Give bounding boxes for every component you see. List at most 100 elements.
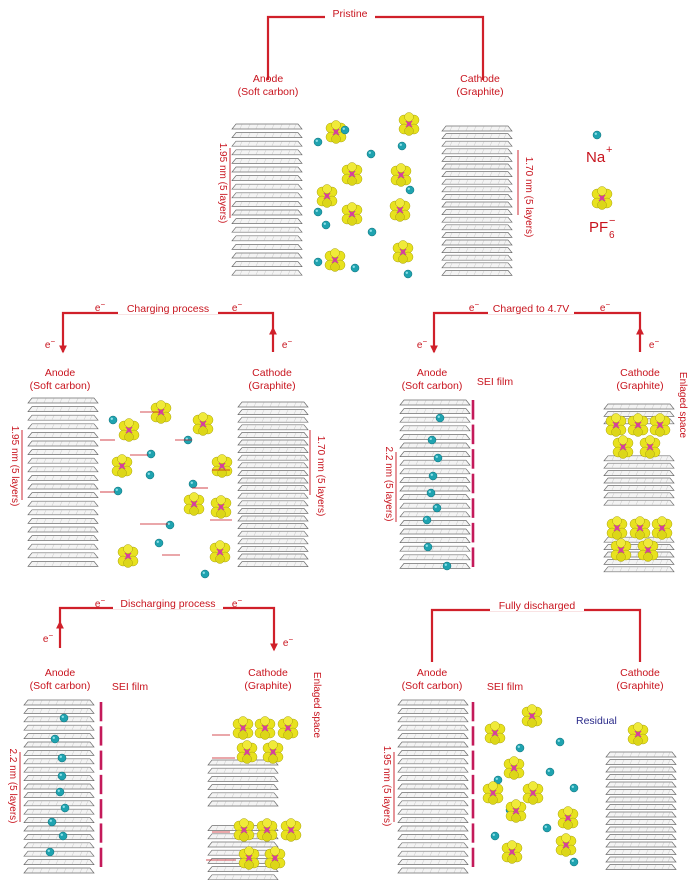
- carbon-layer: [231, 183, 303, 190]
- carbon-layer: [27, 397, 99, 404]
- carbon-layer: [237, 508, 309, 514]
- cathode-label-charged: Cathode: [620, 367, 660, 379]
- carbon-layer: [397, 766, 469, 773]
- sodium-ion-icon: [592, 130, 602, 140]
- carbon-layer: [603, 470, 675, 476]
- carbon-layer: [237, 553, 309, 560]
- carbon-layer: [605, 804, 677, 810]
- legend-sodium-label: Na: [586, 149, 606, 166]
- carbon-layer: [27, 500, 99, 507]
- carbon-layer: [441, 133, 513, 139]
- carbon-layer: [207, 767, 279, 774]
- pf6-anion: [637, 537, 659, 563]
- electron-label-discharging-cathode: e−: [283, 635, 294, 649]
- sodium-ion: [350, 263, 360, 273]
- carbon-layer: [441, 171, 513, 177]
- pf6-anion: [183, 491, 205, 517]
- cathode-material-discharging: (Graphite): [244, 680, 291, 692]
- carbon-layer: [399, 425, 471, 432]
- carbon-layer: [23, 766, 95, 773]
- sodium-ion: [545, 767, 555, 777]
- carbon-layer: [27, 406, 99, 412]
- carbon-layer: [605, 766, 677, 773]
- carbon-layer: [605, 774, 677, 780]
- carbon-layer: [441, 148, 513, 155]
- carbon-layer: [231, 140, 303, 147]
- carbon-layer: [231, 226, 303, 233]
- pf6-anion: [277, 715, 299, 741]
- carbon-layer: [399, 408, 471, 414]
- carbon-layer: [237, 500, 309, 507]
- carbon-layer: [603, 566, 675, 573]
- sodium-ion: [367, 227, 377, 237]
- sodium-ion: [321, 220, 331, 230]
- pf6-anion: [605, 412, 627, 438]
- sodium-ion: [50, 734, 60, 744]
- sodium-ion: [313, 137, 323, 147]
- circuit-wire-discharged: [430, 608, 642, 662]
- pf6-anion: [503, 755, 525, 781]
- carbon-layer: [27, 414, 99, 421]
- carbon-layer: [441, 140, 513, 147]
- pf6-anion-icon: [591, 185, 613, 211]
- pf6-anion: [651, 515, 673, 541]
- pf6-anion: [629, 515, 651, 541]
- carbon-layer: [605, 826, 677, 833]
- carbon-layer: [23, 825, 95, 832]
- pf6-anion: [324, 247, 346, 273]
- carbon-layer: [23, 859, 95, 865]
- carbon-layer: [397, 699, 469, 706]
- panel-title-discharging: Discharging process: [120, 598, 215, 610]
- carbon-layer: [27, 475, 99, 481]
- pf6-anion: [111, 453, 133, 479]
- carbon-layer: [23, 741, 95, 748]
- anode-material-charging: (Soft carbon): [30, 380, 91, 392]
- sodium-ion: [59, 713, 69, 723]
- panel-title-charging: Charging process: [127, 303, 209, 315]
- carbon-layer: [397, 817, 469, 823]
- anode-spacing-charging: 1.95 nm (5 layers): [9, 426, 20, 507]
- carbon-layer: [605, 759, 677, 765]
- carbon-layer: [237, 523, 309, 529]
- carbon-layer: [397, 733, 469, 739]
- cathode-stack-discharged: [605, 751, 677, 870]
- carbon-layer: [397, 834, 469, 840]
- circuit-wire-charged: [432, 311, 642, 352]
- carbon-layer: [399, 442, 471, 449]
- anode-material-charged: (Soft carbon): [402, 380, 463, 392]
- anode-label-discharging: Anode: [45, 667, 76, 679]
- carbon-layer: [399, 511, 471, 518]
- pf6-anion: [627, 721, 649, 747]
- carbon-layer: [603, 455, 675, 462]
- carbon-layer: [605, 751, 677, 758]
- cathode-spacing-charging: 1.70 nm (5 layers): [315, 436, 326, 517]
- cathode-note-charged: Enlaged space: [677, 372, 688, 439]
- carbon-layer: [605, 841, 677, 848]
- pf6-anion: [606, 515, 628, 541]
- carbon-layer: [231, 218, 303, 224]
- carbon-layer: [23, 850, 95, 857]
- carbon-layer: [399, 563, 471, 569]
- pf6-anion: [117, 543, 139, 569]
- anode-stack-discharging: [23, 699, 95, 874]
- electron-label-discharging-left: e−: [95, 596, 106, 610]
- carbon-layer: [441, 201, 513, 208]
- panel-discharged: Fully discharged Anode (Soft carbon) Cat…: [381, 598, 677, 874]
- sodium-ion: [515, 743, 525, 753]
- legend-anion-charge: −: [609, 215, 615, 227]
- carbon-layer: [441, 239, 513, 246]
- anode-stack-discharged: [397, 699, 469, 874]
- anode-stack-charged: [399, 399, 471, 569]
- pf6-anion: [555, 832, 577, 858]
- carbon-layer: [23, 867, 95, 874]
- carbon-layer: [231, 123, 303, 130]
- sodium-ion: [426, 488, 436, 498]
- pf6-anion: [238, 845, 260, 871]
- circuit-wire-pristine: [266, 15, 485, 80]
- cathode-stack-charging: [237, 401, 309, 567]
- anode-label-pristine: Anode: [253, 73, 284, 85]
- pf6-anion: [236, 739, 258, 765]
- pf6-anion: [522, 780, 544, 806]
- electron-label-charged-left: e−: [469, 300, 480, 314]
- sodium-ion: [569, 783, 579, 793]
